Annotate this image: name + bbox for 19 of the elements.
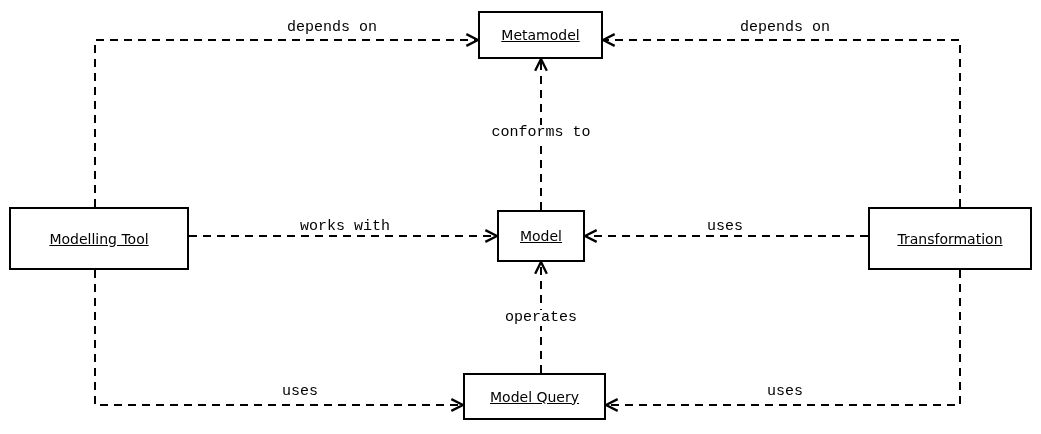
dependency-arrow: [534, 260, 548, 374]
dependency-arrow: [94, 33, 480, 208]
class-box: [463, 373, 606, 420]
dependency-arrow: [534, 57, 548, 211]
class-name: Transformation: [897, 230, 1003, 247]
edge-label: operates: [503, 310, 579, 326]
edge-label: conforms to: [489, 125, 593, 141]
dependency-arrow: [94, 269, 465, 412]
class-box: [868, 207, 1032, 270]
dependency-arrow: [188, 229, 499, 243]
class-box: [497, 210, 585, 262]
class-name: Model: [519, 228, 562, 244]
edge-label: depends on: [285, 20, 379, 36]
class-name: Model Query: [490, 388, 579, 405]
class-box: [478, 11, 603, 59]
class-box: [9, 207, 189, 270]
class-name: Metamodel: [501, 27, 580, 43]
edge-label: depends on: [738, 20, 832, 36]
class-name: Modelling Tool: [49, 230, 149, 247]
